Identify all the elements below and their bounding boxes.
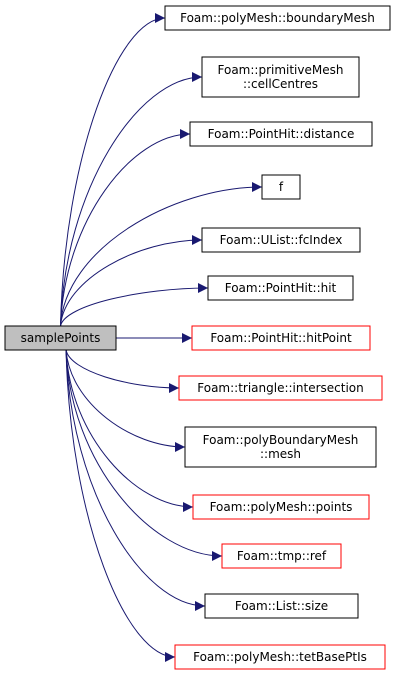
node-mesh[interactable]: Foam::polyBoundaryMesh::mesh [184,426,377,468]
node-hit[interactable]: Foam::PointHit::hit [207,275,354,301]
node-tetBasePtIs[interactable]: Foam::polyMesh::tetBasePtIs [174,644,386,670]
node-ref-label: Foam::tmp::ref [237,549,327,563]
edge-to-f [60,182,263,327]
node-f[interactable]: f [261,174,301,200]
node-boundaryMesh[interactable]: Foam::polyMesh::boundaryMesh [164,5,391,31]
edge-to-size [65,349,206,611]
edge-to-fcIndex [60,235,203,327]
edge-to-points [65,349,194,512]
source-node-samplepoints-box [4,325,117,351]
node-hitPoint[interactable]: Foam::PointHit::hitPoint [191,325,371,351]
node-cellCentres[interactable]: Foam::primitiveMesh::cellCentres [201,56,360,98]
node-mesh-box [184,426,377,468]
node-size[interactable]: Foam::List::size [204,593,359,619]
node-ref-box [221,543,342,569]
node-boundaryMesh-label: Foam::polyMesh::boundaryMesh [180,11,375,25]
edge-to-tetBasePtIs [65,349,176,662]
node-boundaryMesh-box [164,5,391,31]
edge-to-hit [60,283,209,327]
node-hit-label: Foam::PointHit::hit [225,281,337,295]
node-cellCentres-box [201,56,360,98]
node-tetBasePtIs-label: Foam::polyMesh::tetBasePtIs [193,650,367,664]
node-intersection[interactable]: Foam::triangle::intersection [178,375,383,401]
node-fcIndex-label: Foam::UList::fcIndex [220,233,343,247]
edge-to-intersection [65,349,180,393]
edge-to-boundaryMesh [60,13,166,327]
node-distance-box [189,121,373,147]
node-f-box [261,174,301,200]
call-edges [60,13,263,662]
node-tetBasePtIs-box [174,644,386,670]
node-hit-box [207,275,354,301]
node-size-label: Foam::List::size [235,599,328,613]
source-node-samplepoints-label: samplePoints [21,331,101,345]
node-fcIndex-box [201,227,361,253]
edge-to-mesh [65,349,186,452]
node-cellCentres-label: ::cellCentres [243,77,318,91]
node-intersection-box [178,375,383,401]
node-distance-label: Foam::PointHit::distance [208,127,355,141]
node-fcIndex[interactable]: Foam::UList::fcIndex [201,227,361,253]
edge-to-cellCentres [60,72,203,327]
node-size-box [204,593,359,619]
node-points[interactable]: Foam::polyMesh::points [192,494,370,520]
node-intersection-label: Foam::triangle::intersection [197,381,363,395]
node-hitPoint-label: Foam::PointHit::hitPoint [210,331,352,345]
call-nodes: samplePoints Foam::polyMesh::boundaryMesh… [4,5,391,670]
source-node-samplepoints[interactable]: samplePoints [4,325,117,351]
node-cellCentres-label: Foam::primitiveMesh [218,63,344,77]
node-mesh-label: Foam::polyBoundaryMesh [203,433,359,447]
node-distance[interactable]: Foam::PointHit::distance [189,121,373,147]
node-ref[interactable]: Foam::tmp::ref [221,543,342,569]
node-f-label: f [279,180,284,194]
edge-to-distance [60,129,191,327]
edge-to-ref [65,349,223,561]
node-hitPoint-box [191,325,371,351]
node-points-box [192,494,370,520]
node-mesh-label: ::mesh [260,447,301,461]
node-points-label: Foam::polyMesh::points [210,500,353,514]
